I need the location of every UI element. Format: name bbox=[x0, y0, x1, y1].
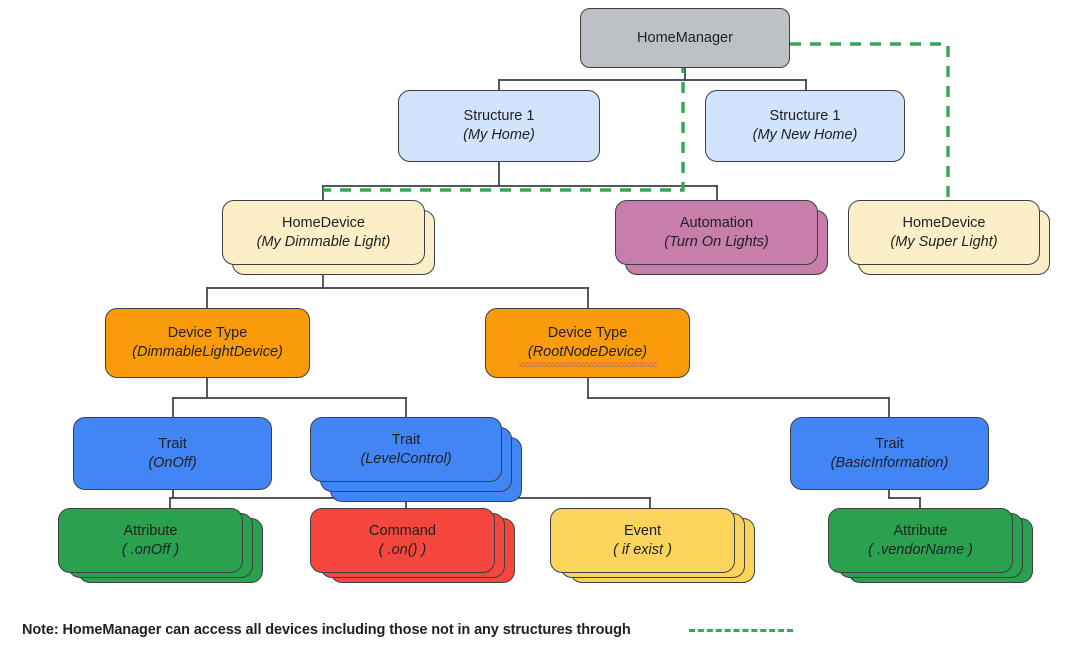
node-trait-onoff[interactable]: Trait (OnOff) bbox=[73, 417, 272, 490]
node-home-device-dimmable-subtitle: (My Dimmable Light) bbox=[256, 233, 391, 250]
spellcheck-underline-icon bbox=[519, 362, 657, 367]
node-home-device-super-subtitle: (My Super Light) bbox=[890, 233, 998, 250]
node-structure-my-new-home-subtitle: (My New Home) bbox=[752, 127, 858, 143]
node-attribute-vendorname[interactable]: Attribute ( .vendorName ) bbox=[828, 508, 1013, 573]
node-structure-my-home[interactable]: Structure 1 (My Home) bbox=[398, 90, 600, 162]
node-structure-my-new-home[interactable]: Structure 1 (My New Home) bbox=[705, 90, 905, 162]
node-attribute-onoff-title: Attribute bbox=[123, 522, 178, 539]
node-structure-my-home-title: Structure 1 bbox=[463, 108, 535, 125]
node-structure-my-new-home-title: Structure 1 bbox=[769, 108, 841, 125]
node-trait-levelcontrol-title: Trait bbox=[391, 431, 421, 448]
node-structure-my-home-subtitle: (My Home) bbox=[463, 127, 535, 143]
node-device-type-dimmable-title: Device Type bbox=[167, 325, 248, 342]
node-attribute-vendorname-subtitle: ( .vendorName ) bbox=[868, 541, 973, 558]
footnote: Note: HomeManager can access all devices… bbox=[22, 622, 793, 638]
node-home-manager-title: HomeManager bbox=[637, 29, 733, 46]
node-trait-basicinformation-subtitle: (BasicInformation) bbox=[830, 454, 949, 471]
node-trait-basicinformation-title: Trait bbox=[875, 435, 904, 452]
node-automation-title: Automation bbox=[679, 214, 754, 231]
node-attribute-onoff-subtitle: ( .onOff ) bbox=[121, 541, 180, 558]
node-automation-subtitle: (Turn On Lights) bbox=[664, 233, 769, 250]
dashed-link-legend-icon bbox=[688, 628, 793, 632]
node-home-device-super[interactable]: HomeDevice (My Super Light) bbox=[848, 200, 1040, 265]
node-command-on-subtitle: ( .on() ) bbox=[378, 541, 427, 558]
node-trait-levelcontrol[interactable]: Trait (LevelControl) bbox=[310, 417, 502, 482]
node-device-type-dimmable-subtitle: (DimmableLightDevice) bbox=[132, 344, 283, 360]
node-event-ifexist[interactable]: Event ( if exist ) bbox=[550, 508, 735, 573]
node-trait-onoff-title: Trait bbox=[158, 435, 187, 452]
node-trait-basicinformation[interactable]: Trait (BasicInformation) bbox=[790, 417, 989, 490]
node-device-type-root-title: Device Type bbox=[547, 325, 628, 342]
node-command-on[interactable]: Command ( .on() ) bbox=[310, 508, 495, 573]
node-trait-levelcontrol-subtitle: (LevelControl) bbox=[360, 450, 452, 467]
node-device-type-root-node-device[interactable]: Device Type (RootNodeDevice) bbox=[485, 308, 690, 378]
node-home-device-dimmable[interactable]: HomeDevice (My Dimmable Light) bbox=[222, 200, 425, 265]
node-automation[interactable]: Automation (Turn On Lights) bbox=[615, 200, 818, 265]
node-home-manager[interactable]: HomeManager bbox=[580, 8, 790, 68]
node-command-on-title: Command bbox=[369, 522, 436, 539]
node-attribute-vendorname-title: Attribute bbox=[893, 522, 948, 539]
node-device-type-root-subtitle: (RootNodeDevice) bbox=[527, 344, 648, 360]
node-event-ifexist-title: Event bbox=[623, 522, 662, 539]
node-trait-onoff-subtitle: (OnOff) bbox=[148, 454, 197, 471]
footnote-text: Note: HomeManager can access all devices… bbox=[22, 622, 631, 638]
node-attribute-onoff[interactable]: Attribute ( .onOff ) bbox=[58, 508, 243, 573]
node-event-ifexist-subtitle: ( if exist ) bbox=[613, 541, 672, 558]
node-home-device-dimmable-title: HomeDevice bbox=[282, 214, 365, 231]
node-home-device-super-title: HomeDevice bbox=[902, 214, 986, 231]
node-device-type-dimmable-light-device[interactable]: Device Type (DimmableLightDevice) bbox=[105, 308, 310, 378]
